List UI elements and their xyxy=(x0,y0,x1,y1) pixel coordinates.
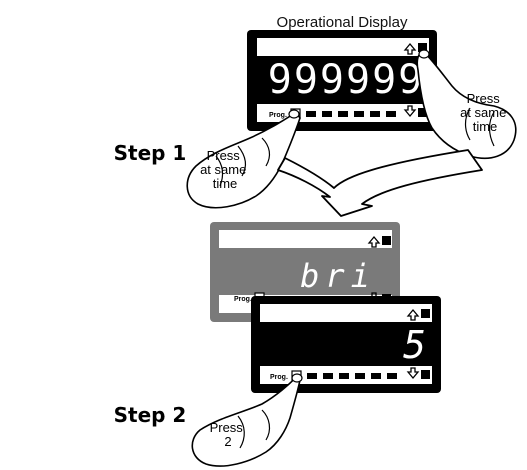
title: Operational Display xyxy=(277,14,408,31)
callout-press-left: Press at same time xyxy=(200,148,250,191)
step-1-label: Step 1 xyxy=(114,141,187,165)
prog-label: Prog. xyxy=(269,112,287,119)
down-arrow-icon[interactable] xyxy=(403,105,427,118)
readout: bri xyxy=(300,257,376,295)
prog-label: Prog. xyxy=(270,374,288,381)
down-arrow-icon[interactable] xyxy=(406,367,430,380)
readout: 5 xyxy=(403,323,426,367)
function-keys xyxy=(306,111,396,117)
display-brightness-value: 5 Prog. xyxy=(251,296,441,393)
readout: 999999 xyxy=(268,57,425,103)
display-operational: 999999 Prog. xyxy=(247,30,437,131)
callout-press-2: Press 2 xyxy=(210,420,247,449)
function-keys xyxy=(307,373,397,379)
step-2-label: Step 2 xyxy=(114,403,187,427)
up-arrow-icon[interactable] xyxy=(406,308,430,321)
up-arrow-icon[interactable] xyxy=(367,235,391,248)
callout-press-right: Press at same time xyxy=(460,91,510,134)
hand-icon-press-2 xyxy=(191,373,303,467)
display-top-strip xyxy=(257,38,429,56)
up-arrow-icon[interactable] xyxy=(403,42,427,55)
flow-arrow xyxy=(277,149,483,217)
display-top-strip xyxy=(219,230,392,248)
prog-label: Prog. xyxy=(234,296,252,303)
display-top-strip xyxy=(260,304,432,322)
hand-icon-right xyxy=(416,49,517,160)
hand-icon-left xyxy=(186,109,301,209)
